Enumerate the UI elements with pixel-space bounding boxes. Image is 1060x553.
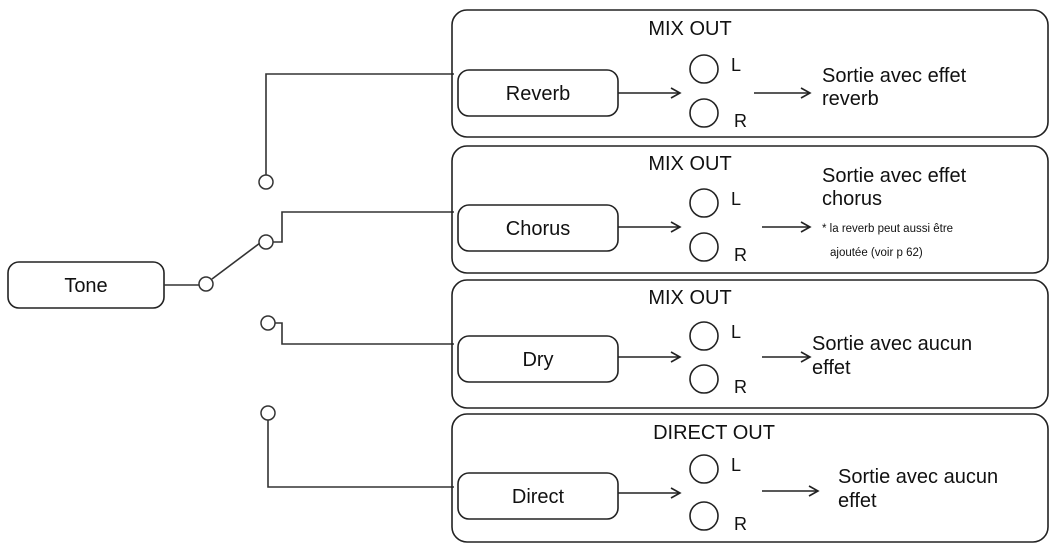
- panel-frame: [451, 413, 1049, 543]
- effect-box: [457, 472, 619, 520]
- jack-right-label: R: [734, 245, 747, 265]
- effect-box: [457, 335, 619, 383]
- panel-title: DIRECT OUT: [653, 422, 775, 444]
- output-description-line-1: Sortie avec effet: [822, 65, 967, 87]
- jack-right-label: R: [734, 514, 747, 534]
- output-description-line-1: Sortie avec effet: [822, 165, 967, 187]
- jack-left-label: L: [731, 455, 741, 475]
- jack-left-label: L: [731, 55, 741, 75]
- output-description-line-1: Sortie avec aucun: [812, 333, 972, 355]
- panel-dry: MIX OUT Dry L R Sortie avec aucun effet: [451, 279, 1049, 409]
- tone-label: Tone: [64, 275, 107, 297]
- switch-pivot: [198, 276, 214, 292]
- effect-label: Reverb: [506, 83, 570, 105]
- effect-label: Chorus: [506, 218, 570, 240]
- panel-chorus: MIX OUT Chorus L R Sortie avec effet cho…: [451, 145, 1049, 274]
- effect-box: [457, 204, 619, 252]
- wire-dry: [275, 322, 454, 345]
- jack-left: [689, 454, 719, 484]
- jack-left: [689, 54, 719, 84]
- effect-label: Direct: [512, 486, 565, 508]
- jack-right: [689, 501, 719, 531]
- output-description-line-2: reverb: [822, 88, 879, 110]
- panel-title: MIX OUT: [648, 287, 731, 309]
- wire-chorus: [273, 211, 454, 243]
- wire-reverb: [265, 73, 454, 175]
- panel-frame: [451, 9, 1049, 138]
- output-description-line-1: Sortie avec aucun: [838, 466, 998, 488]
- jack-left: [689, 321, 719, 351]
- output-description-line-2: chorus: [822, 188, 882, 210]
- panel-direct: DIRECT OUT Direct L R Sortie avec aucun …: [451, 413, 1049, 543]
- panel-reverb: MIX OUT Reverb L R Sortie avec effet rev…: [451, 9, 1049, 138]
- jack-right: [689, 98, 719, 128]
- selector-switch: [164, 174, 276, 421]
- panel-title: MIX OUT: [648, 153, 731, 175]
- output-description-line-2: effet: [812, 357, 851, 379]
- panel-title: MIX OUT: [648, 18, 731, 40]
- jack-left-label: L: [731, 189, 741, 209]
- jack-right-label: R: [734, 377, 747, 397]
- panel-frame: [451, 279, 1049, 409]
- effect-label: Dry: [522, 349, 553, 371]
- switch-lever: [211, 242, 261, 280]
- jack-right: [689, 232, 719, 262]
- jack-left-label: L: [731, 322, 741, 342]
- jack-right: [689, 364, 719, 394]
- output-description-line-2: effet: [838, 490, 877, 512]
- switch-terminal-dry: [260, 315, 276, 331]
- wire-direct: [267, 420, 454, 488]
- footnote-line-2: ajoutée (voir p 62): [830, 247, 923, 259]
- switch-terminal-chorus: [258, 234, 274, 250]
- jack-left: [689, 188, 719, 218]
- jack-right-label: R: [734, 111, 747, 131]
- switch-terminal-reverb: [258, 174, 274, 190]
- switch-terminal-direct: [260, 405, 276, 421]
- footnote-line-1: * la reverb peut aussi être: [822, 223, 953, 235]
- panel-frame: [451, 145, 1049, 274]
